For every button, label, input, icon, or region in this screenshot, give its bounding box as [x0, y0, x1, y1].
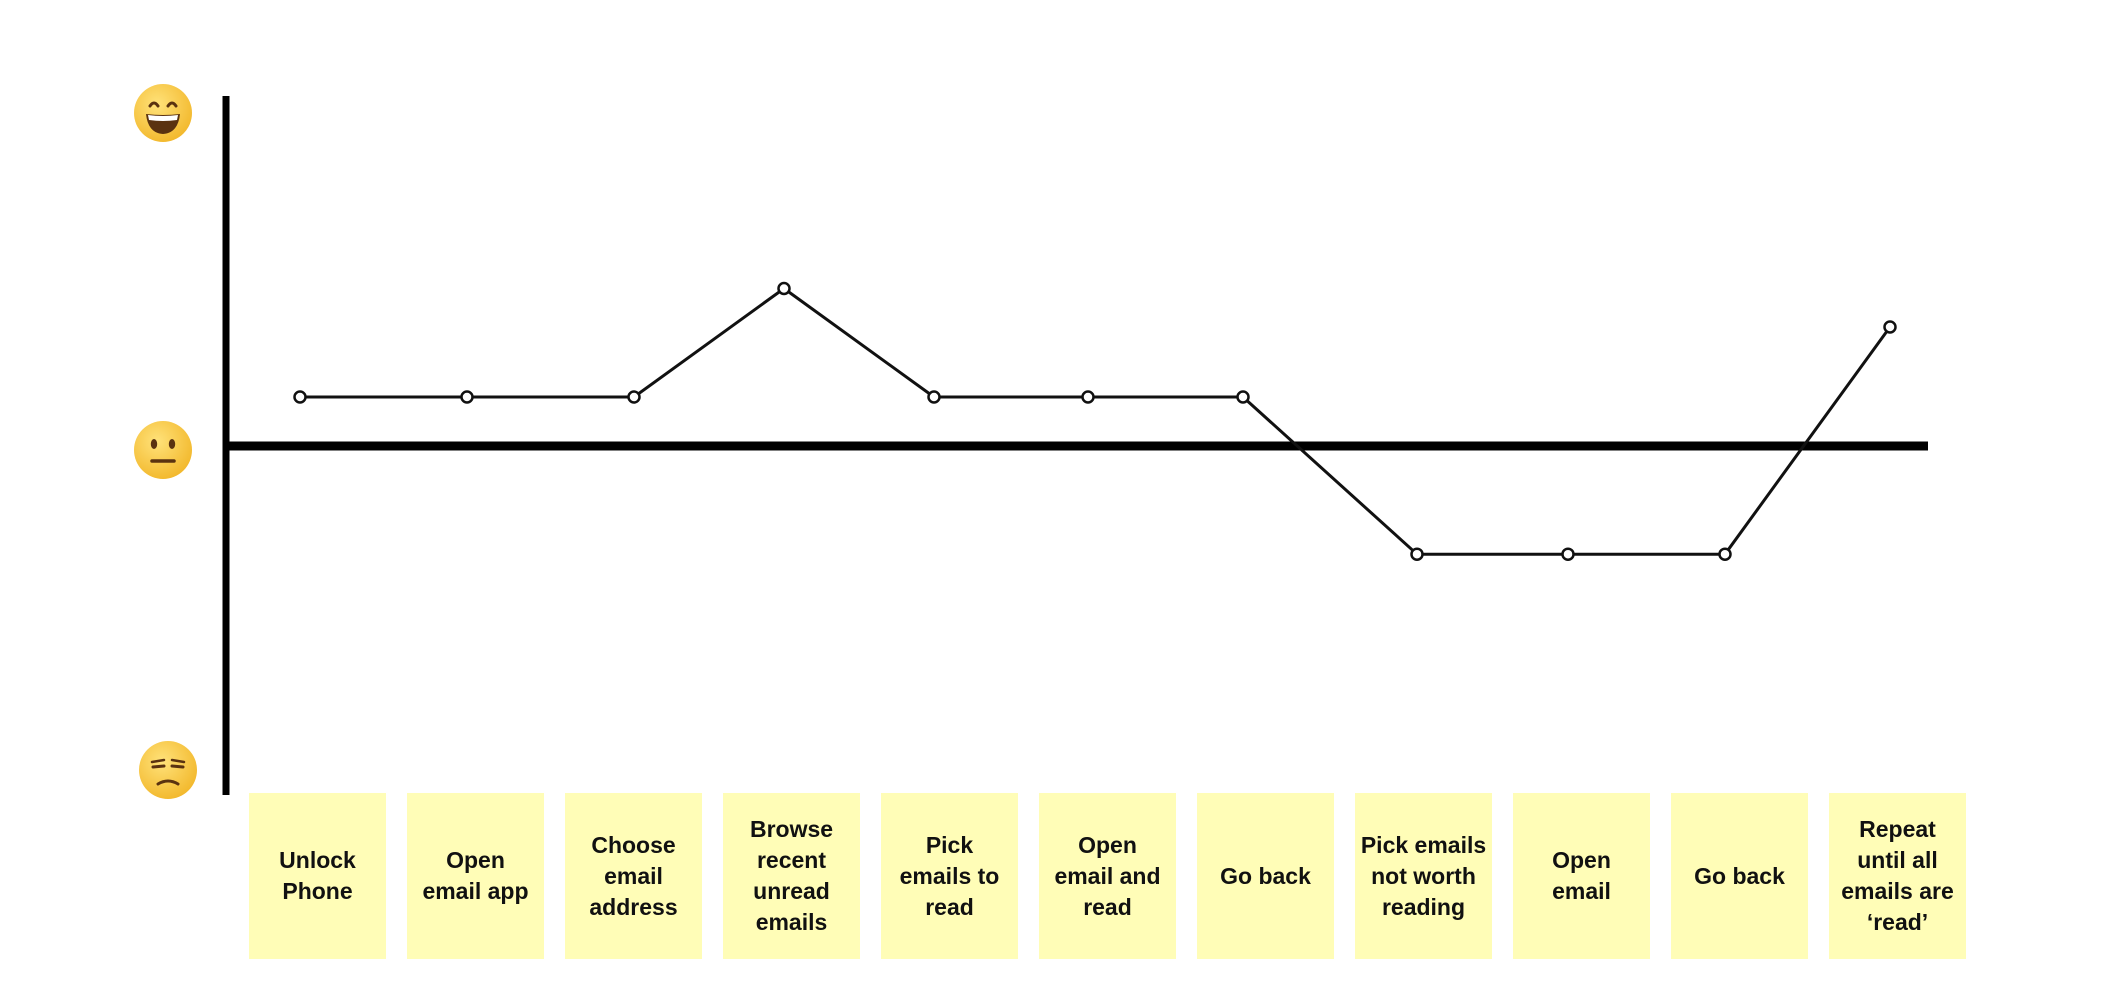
step-label: Open email app	[422, 847, 529, 904]
step-note-open-email: Open email	[1513, 793, 1650, 959]
grinning-face-icon	[134, 84, 192, 142]
data-point-4	[777, 281, 791, 296]
data-point-8	[1410, 547, 1424, 561]
step-label: Unlock Phone	[279, 847, 356, 904]
step-note-open-email-and-read: Open email and read	[1039, 793, 1176, 959]
step-note-unlock-phone: Unlock Phone	[249, 793, 386, 959]
data-point-6	[1081, 390, 1095, 404]
step-label: Browse recent unread emails	[749, 816, 834, 935]
step-label: Repeat until all emails are ‘read’	[1841, 816, 1954, 935]
unamused-face-icon	[139, 741, 197, 799]
step-label: Open email and read	[1054, 831, 1161, 920]
data-point-7	[1236, 390, 1250, 404]
data-point-5	[927, 390, 941, 404]
data-point-9	[1561, 547, 1575, 561]
journey-series	[293, 281, 1897, 561]
step-note-browse-recent-unread: Browse recent unread emails	[723, 793, 860, 959]
step-label: Open email	[1552, 847, 1611, 904]
emotion-line	[300, 287, 1892, 556]
step-note-repeat-until-read: Repeat until all emails are ‘read’	[1829, 793, 1966, 959]
data-point-10	[1718, 547, 1732, 561]
step-label: Go back	[1694, 862, 1785, 889]
step-note-choose-email-address: Choose email address	[565, 793, 702, 959]
step-label: Go back	[1220, 862, 1311, 889]
data-point-2	[460, 390, 474, 404]
step-note-open-email-app: Open email app	[407, 793, 544, 959]
step-label: Pick emails not worth reading	[1360, 831, 1487, 920]
neutral-face-icon	[134, 421, 192, 479]
step-label: Pick emails to read	[899, 831, 1000, 920]
step-note-pick-emails-not-worth: Pick emails not worth reading	[1355, 793, 1492, 959]
step-note-go-back-1: Go back	[1197, 793, 1334, 959]
data-point-1	[293, 390, 307, 404]
data-point-3	[627, 390, 641, 404]
step-label: Choose email address	[589, 831, 678, 920]
data-point-11	[1883, 320, 1897, 334]
step-note-go-back-2: Go back	[1671, 793, 1808, 959]
step-note-pick-emails-to-read: Pick emails to read	[881, 793, 1018, 959]
